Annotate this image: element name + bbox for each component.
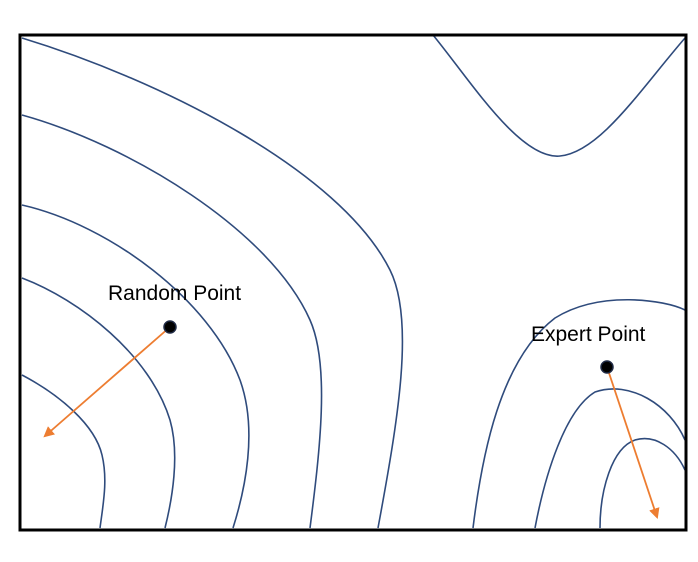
expert-point-arrow — [606, 366, 660, 520]
contour-right-1 — [472, 298, 686, 529]
diagram-frame — [18, 33, 688, 532]
contour-lines — [21, 34, 686, 529]
contour-left-1 — [21, 374, 106, 529]
point-labels: Random Point Expert Point — [108, 282, 646, 346]
contour-left-2 — [21, 277, 176, 529]
contour-left-5 — [21, 37, 404, 529]
expert-point-label: Expert Point — [531, 323, 646, 346]
contour-left-4 — [21, 114, 323, 529]
contour-left-3 — [21, 204, 250, 529]
random-point-arrow — [43, 326, 171, 438]
contour-top-right — [432, 34, 686, 157]
gradient-arrows — [43, 326, 660, 520]
contour-right-2 — [534, 388, 686, 529]
points — [163, 320, 614, 374]
random-point-marker — [163, 320, 177, 334]
random-point-label: Random Point — [108, 282, 241, 305]
expert-point-marker — [600, 360, 614, 374]
contour-right-3 — [599, 437, 686, 529]
